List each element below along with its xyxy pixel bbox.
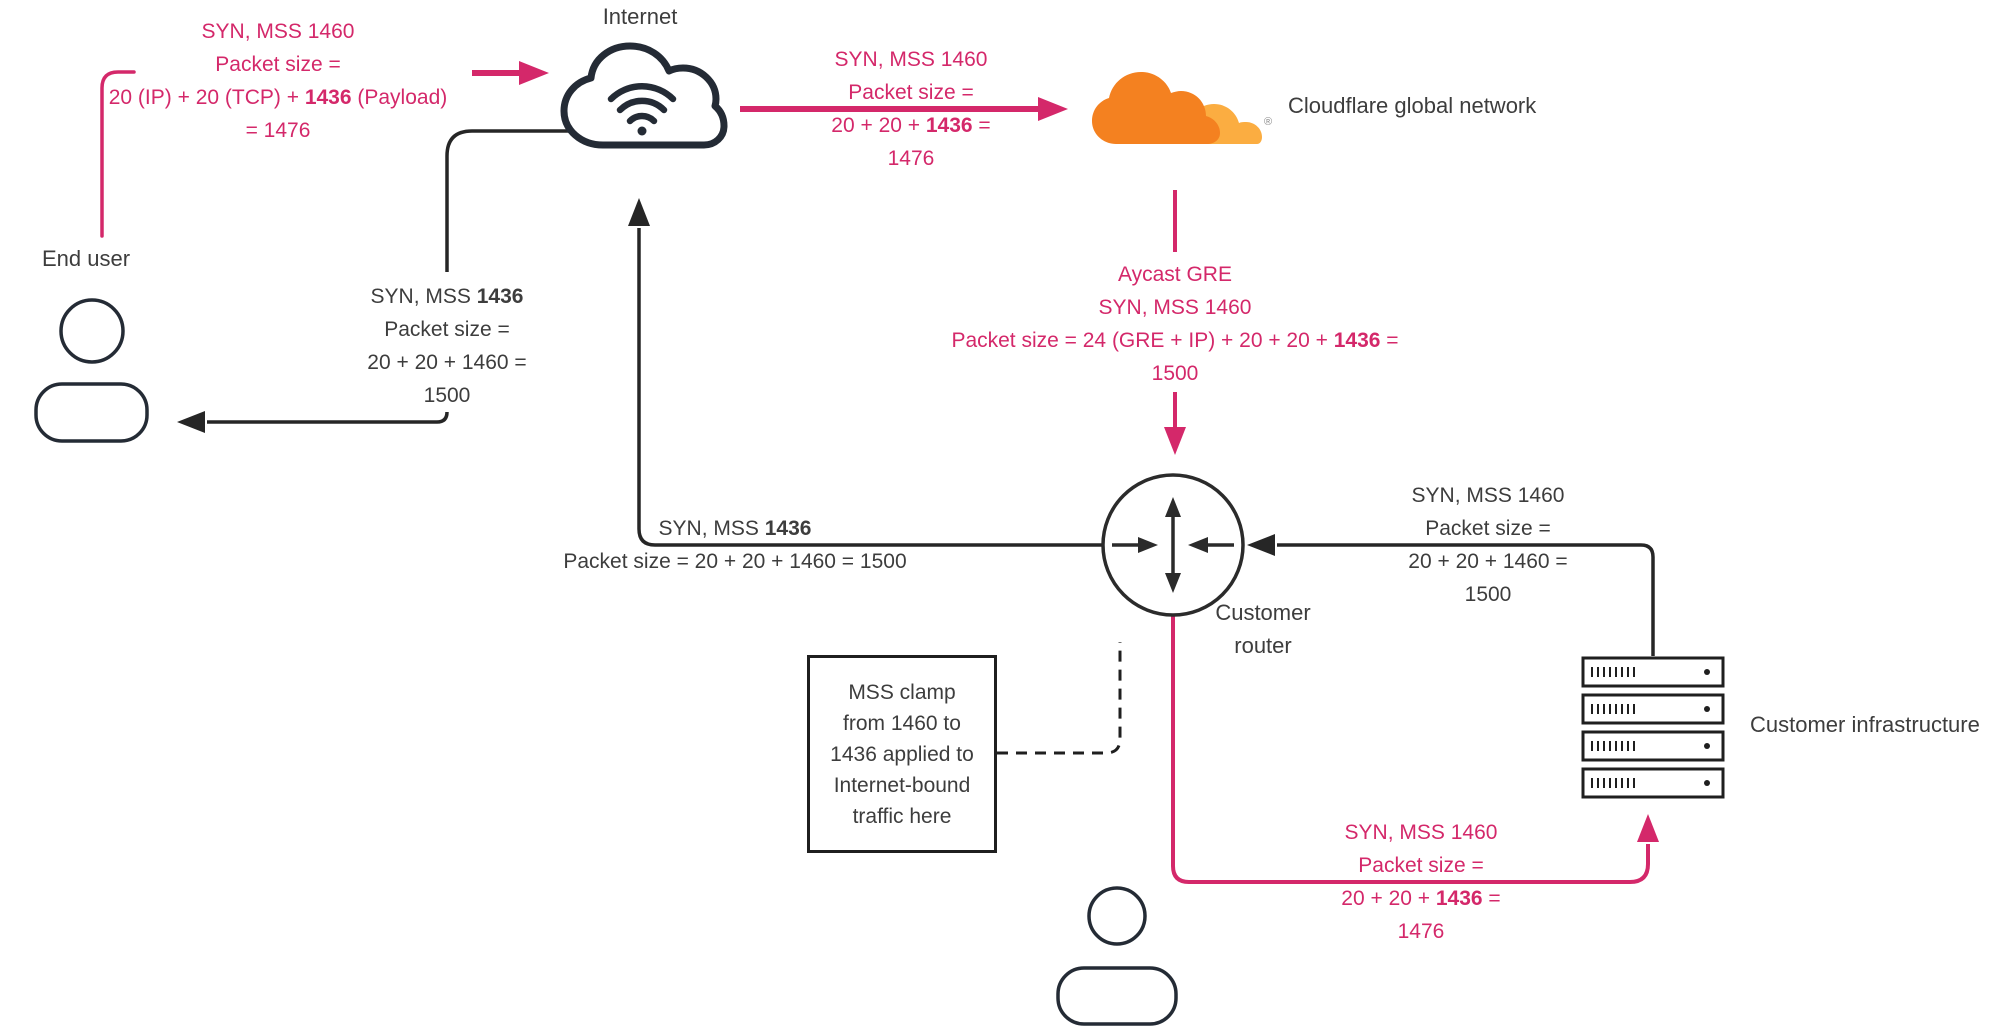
connector-internet-to-user bbox=[177, 129, 570, 433]
annotation-router-to-infra: SYN, MSS 1460 Packet size = 20 + 20 + 14… bbox=[1341, 821, 1501, 943]
annotation-router-to-internet: SYN, MSS 1436 Packet size = 20 + 20 + 14… bbox=[563, 517, 907, 573]
arrow-cloudflare-to-router bbox=[1164, 190, 1186, 455]
connector-router-to-internet bbox=[628, 198, 1103, 547]
cloudflare-label: Cloudflare global network bbox=[1288, 93, 1537, 118]
internet-cloud-icon bbox=[560, 42, 728, 149]
internet-label: Internet bbox=[602, 4, 678, 29]
customer-router-label: Customer router bbox=[1215, 600, 1311, 658]
end-user-icon bbox=[34, 298, 149, 443]
end-user-label: End user bbox=[42, 246, 131, 271]
annotation-user-to-internet: SYN, MSS 1460 Packet size = 20 (IP) + 20… bbox=[108, 20, 448, 142]
arrow-internet-to-cloudflare bbox=[740, 97, 1068, 121]
mss-clamp-note: MSS clamp from 1460 to 1436 applied to I… bbox=[807, 655, 997, 853]
bottom-person-icon bbox=[1056, 886, 1178, 1026]
annotation-internet-to-end-user: SYN, MSS 1436 Packet size = 20 + 20 + 14… bbox=[367, 285, 527, 407]
registered-trademark-mark: ® bbox=[1264, 116, 1273, 128]
connector-infra-to-router bbox=[1247, 534, 1655, 656]
customer-router-icon bbox=[1101, 473, 1245, 617]
customer-infrastructure-label: Customer infrastructure bbox=[1750, 712, 1980, 737]
annotation-infra-to-router: SYN, MSS 1460 Packet size = 20 + 20 + 14… bbox=[1408, 484, 1568, 606]
annotation-cloudflare-to-router: Aycast GRE SYN, MSS 1460 Packet size = 2… bbox=[951, 263, 1399, 385]
arrow-text-to-internet bbox=[472, 61, 549, 85]
customer-infrastructure-icon bbox=[1581, 656, 1725, 799]
annotation-internet-to-cloudflare: SYN, MSS 1460 Packet size = 20 + 20 + 14… bbox=[831, 48, 991, 170]
wifi-icon bbox=[607, 83, 677, 136]
connector-mss-clamp-dashed bbox=[997, 642, 1122, 755]
connector-router-to-infra bbox=[1171, 616, 1659, 884]
cloudflare-logo-icon bbox=[1092, 72, 1262, 144]
connector-user-to-internet bbox=[100, 70, 136, 238]
